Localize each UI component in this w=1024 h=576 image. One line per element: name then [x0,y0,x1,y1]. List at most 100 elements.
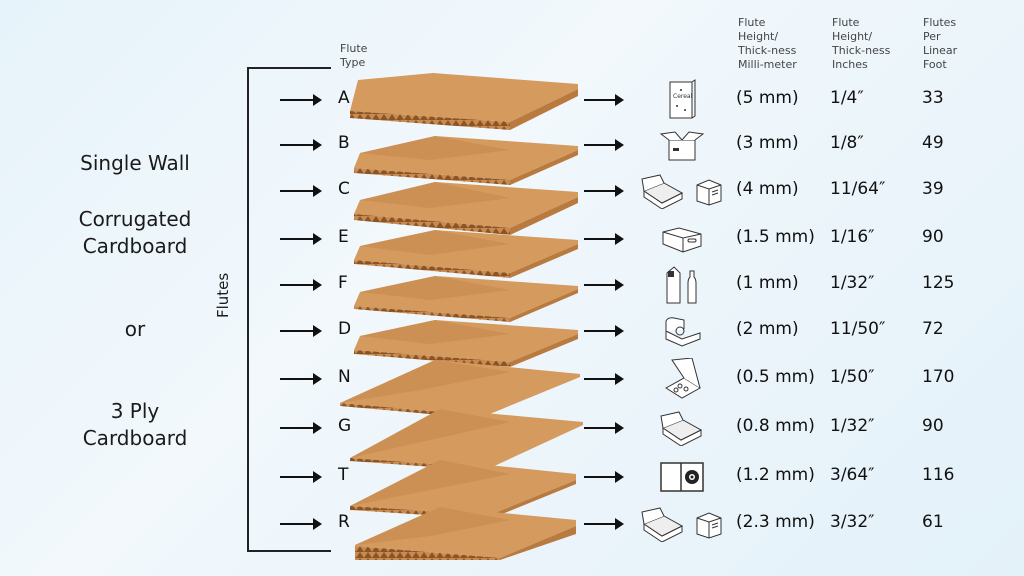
flute-row-r: R (2.3 mm) 3/32″ 61 [0,507,1024,542]
header-mm: Flute Height/ Thick-ness Milli-meter [738,16,797,72]
header-text: Flute [738,16,766,29]
flute-type: R [338,512,350,532]
arrow-right-icon [584,279,624,291]
thickness-inches: 3/32″ [830,512,875,532]
flute-row-n: N (0.5 mm) 1/50″ 170 [0,358,1024,399]
flutes-per-foot: 90 [922,227,944,247]
flute-type: A [338,88,350,108]
sealed-box-icon [696,179,721,206]
flute-type: N [338,367,351,387]
arrow-right-icon [280,422,322,434]
mailer-box-icon [634,403,729,453]
thickness-inches: 1/8″ [830,133,864,153]
board-a [350,73,578,130]
arrow-right-icon [280,94,322,106]
flute-type: C [338,179,350,199]
header-text: Flute [340,42,368,55]
header-text: Type [340,56,366,69]
arrow-right-icon [280,139,322,151]
board-t [350,460,576,519]
sealed-box-icon [696,512,721,539]
arrow-right-icon [584,325,624,337]
flute-type: D [338,319,352,339]
thickness-inches: 1/16″ [830,227,875,247]
pizza-box-icon [634,354,729,404]
header-text: Foot [923,58,947,71]
header-text: Inches [832,58,868,71]
thickness-mm: (4 mm) [736,179,799,199]
flutes-per-foot: 49 [922,133,944,153]
header-text: Height/ [832,30,873,43]
board-c [354,182,578,235]
header-per-foot: Flutes Per Linear Foot [923,16,957,72]
thickness-inches: 3/64″ [830,465,875,485]
thickness-inches: 1/50″ [830,367,875,387]
title-single-wall: Single Wall [80,151,190,175]
arrow-right-icon [280,373,322,385]
thickness-mm: (0.8 mm) [736,416,815,436]
header-text: Per [923,30,941,43]
thickness-inches: 1/4″ [830,88,864,108]
flute-row-d: D (2 mm) 11/50″ 72 [0,316,1024,347]
flute-type: B [338,133,350,153]
arrow-right-icon [584,94,624,106]
thickness-mm: (2 mm) [736,319,799,339]
title-corrugated: Corrugated [78,207,192,231]
flutes-bracket [247,67,331,552]
mailer-box-icon [640,507,683,542]
mailer-box-icon [640,174,683,209]
flutes-per-foot: 116 [922,465,955,485]
thickness-mm: (1.5 mm) [736,227,815,247]
arrow-right-icon [584,471,624,483]
thickness-mm: (1 mm) [736,273,799,293]
title-cardboard-2: Cardboard [82,426,188,450]
flutes-per-foot: 170 [922,367,955,387]
mailer-and-sealed-box-icons [634,166,729,216]
flute-type: E [338,227,349,247]
cereal-box-icon: Cereal [634,75,729,125]
header-text: Height/ [738,30,779,43]
thickness-inches: 11/50″ [830,319,886,339]
handle-tray-box-icon [634,214,729,264]
board-d [354,320,578,367]
flutes-per-foot: 33 [922,88,944,108]
flutes-per-foot: 90 [922,416,944,436]
flute-row-e: E (1.5 mm) 1/16″ 90 [0,224,1024,254]
header-text: Flutes [923,16,957,29]
header-inches: Flute Height/ Thick-ness Inches [832,16,890,72]
flute-type: F [338,273,348,293]
arrow-right-icon [584,185,624,197]
thickness-mm: (3 mm) [736,133,799,153]
flute-row-f: F (1 mm) 1/32″ 125 [0,266,1024,304]
arrow-right-icon [280,185,322,197]
svg-text:Cereal: Cereal [673,93,693,100]
thickness-mm: (0.5 mm) [736,367,815,387]
thickness-inches: 1/32″ [830,273,875,293]
thickness-mm: (5 mm) [736,88,799,108]
arrow-right-icon [280,233,322,245]
mailer-and-sealed-box-icons [634,499,729,549]
board-r [355,507,576,560]
header-text: Flute [832,16,860,29]
flutes-per-foot: 61 [922,512,944,532]
corrugated-board-stack [340,73,583,560]
flute-row-g: G (0.8 mm) 1/32″ 90 [0,411,1024,446]
header-flute-type: Flute Type [340,42,367,70]
thickness-inches: 1/32″ [830,416,875,436]
header-text: Milli-meter [738,58,797,71]
arrow-right-icon [584,518,624,530]
flute-row-b: B (3 mm) 1/8″ 49 [0,130,1024,161]
arrow-right-icon [280,325,322,337]
arrow-right-icon [584,233,624,245]
title-or: or [124,317,146,341]
thickness-mm: (1.2 mm) [736,465,815,485]
header-text: Linear [923,44,958,57]
arrow-right-icon [584,422,624,434]
arrow-right-icon [280,279,322,291]
board-b [354,136,578,185]
header-text: Thick-ness [738,44,797,57]
arrow-right-icon [280,518,322,530]
board-e [354,230,578,278]
title-3-ply: 3 Ply [110,399,160,423]
flute-type: G [338,416,352,436]
